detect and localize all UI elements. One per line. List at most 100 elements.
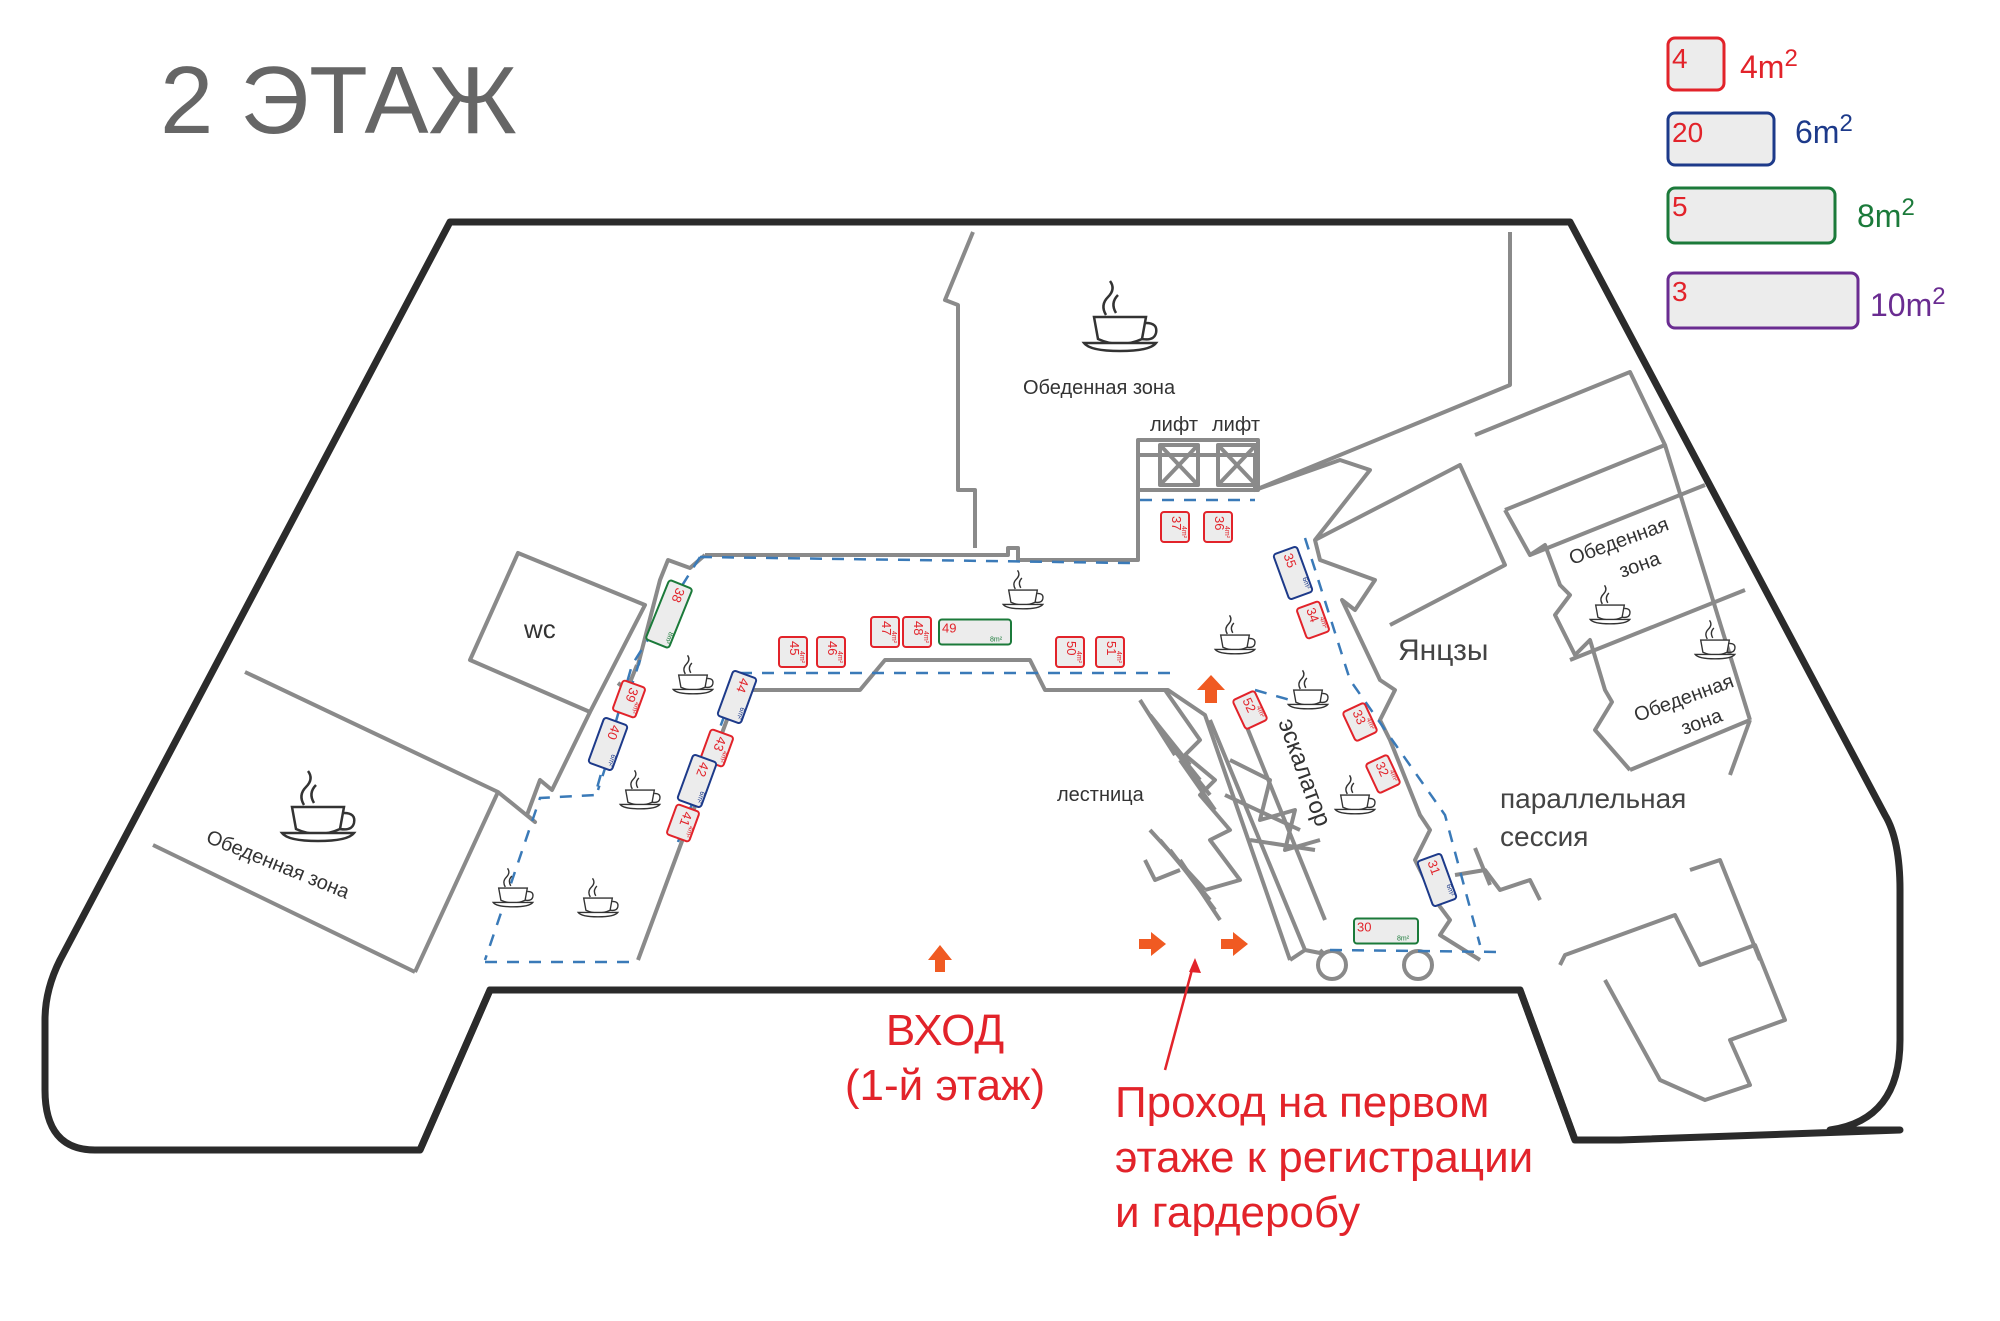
stand-number: 32 <box>1372 759 1392 778</box>
stand-box <box>902 616 932 648</box>
stand-box <box>1203 511 1233 543</box>
coffee-icon <box>1589 584 1631 625</box>
stand-number: 41 <box>677 810 696 829</box>
stand-number: 51 <box>1104 641 1119 655</box>
arrow-up-icon <box>1197 675 1225 703</box>
stand-area: 4m² <box>1223 526 1230 539</box>
legend-area: 10m2 <box>1870 283 1946 323</box>
coffee-icon <box>1082 279 1158 353</box>
stand-area: 4m² <box>1388 769 1400 783</box>
stand-area: 4m² <box>890 631 897 644</box>
stand-box <box>1342 702 1378 742</box>
stand-area: 4m² <box>683 825 694 839</box>
legend-number: 20 <box>1672 117 1703 148</box>
room-label-lift: лифт <box>1212 414 1260 436</box>
stand-number: 42 <box>693 760 712 779</box>
stand-box <box>645 579 693 649</box>
building-outline <box>41 218 1904 1154</box>
stand-number: 39 <box>623 686 642 705</box>
stand-number: 45 <box>787 641 802 655</box>
room-label-dining-top: Обеденная зона <box>1023 377 1176 399</box>
legend-area-value: 10m <box>1870 287 1932 323</box>
stand-number: 40 <box>604 723 623 742</box>
stand-number: 47 <box>879 621 894 635</box>
stand-number: 38 <box>669 586 688 605</box>
stand-box <box>676 754 718 808</box>
stand-number: 48 <box>911 621 926 635</box>
arrow-right-icon <box>1139 932 1166 956</box>
stand-box <box>1095 636 1125 668</box>
stand-box <box>1160 511 1190 543</box>
stand-box <box>1055 636 1085 668</box>
legend-item-4m: 4 4m2 <box>1666 36 1798 92</box>
stand-area: 4m² <box>1075 651 1082 664</box>
stand-number: 34 <box>1303 606 1322 625</box>
legend-area-sup: 2 <box>1784 45 1797 72</box>
stand-box <box>1296 600 1330 640</box>
stand-box <box>938 618 1012 646</box>
stand-box <box>587 717 629 771</box>
passage-label: и гардеробу <box>1115 1188 1360 1237</box>
stand-area: 4m² <box>1115 651 1122 664</box>
legend-item-8m: 5 8m2 <box>1666 186 1915 245</box>
legend-area: 6m2 <box>1795 110 1853 150</box>
stand-number: 36 <box>1212 516 1227 530</box>
stand-number: 46 <box>825 641 840 655</box>
stand-area: 4m² <box>1318 616 1329 630</box>
coffee-icon <box>1214 614 1256 655</box>
stand-area: 4m² <box>1365 717 1377 731</box>
arrow-right-icon <box>1221 932 1248 956</box>
stand-area: 4m² <box>798 651 805 664</box>
stand-number: 37 <box>1169 516 1184 530</box>
coffee-icon <box>672 654 714 695</box>
room-label-parallel: параллельная <box>1500 783 1686 814</box>
stand-number: 43 <box>711 735 730 754</box>
stand-box <box>716 670 758 724</box>
room-label-dining-right-1: зона <box>1616 547 1664 582</box>
passage-label: Проход на первом <box>1115 1078 1489 1127</box>
stand-box <box>1365 754 1401 794</box>
stand-box <box>1232 690 1268 730</box>
arrow-up-icon <box>928 945 952 972</box>
legend-item-6m: 20 6m2 <box>1666 110 1853 167</box>
legend-area-value: 8m <box>1857 198 1901 234</box>
stand-area: 4m² <box>836 651 843 664</box>
room-label-stairs: лестница <box>1057 784 1145 806</box>
passage-pointer <box>1163 965 1195 1071</box>
stand-area: 6m² <box>735 706 746 720</box>
stand-area: 8m² <box>990 637 1003 644</box>
stand-area: 8m² <box>663 631 674 645</box>
inner-walls <box>152 231 1787 1102</box>
legend-area-sup: 2 <box>1932 283 1945 310</box>
stand-area: 4m² <box>1180 526 1187 539</box>
legend-number: 5 <box>1672 191 1688 222</box>
stand-number: 44 <box>733 676 752 695</box>
entrance-edge <box>416 986 1579 1152</box>
stand-area: 4m² <box>629 701 640 715</box>
legend-number: 4 <box>1672 43 1688 74</box>
legend-area: 4m2 <box>1740 45 1798 85</box>
legend-area-sup: 2 <box>1901 194 1914 221</box>
coffee-icon <box>280 769 356 843</box>
legend-area-value: 4m <box>1740 49 1784 85</box>
stand-box <box>816 636 846 668</box>
stand-number: 30 <box>1357 920 1371 935</box>
stand-number: 50 <box>1064 641 1079 655</box>
direction-arrows <box>928 675 1248 972</box>
stand-number: 52 <box>1239 695 1259 714</box>
